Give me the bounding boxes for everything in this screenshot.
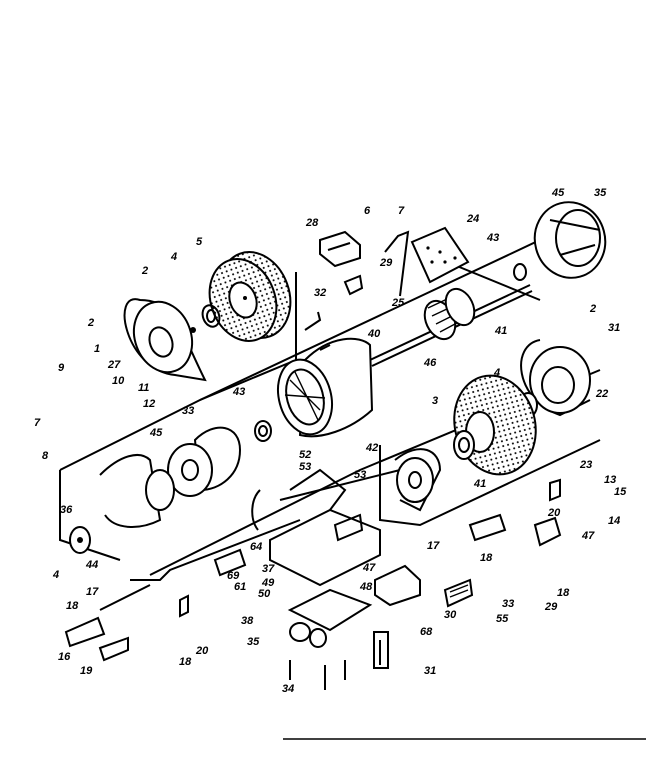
label-35: 35 <box>247 636 260 648</box>
label-31: 31 <box>608 322 620 334</box>
bearing <box>254 420 272 442</box>
label-4: 4 <box>170 251 177 263</box>
label-40: 40 <box>367 328 381 340</box>
left-lower-guard <box>69 454 175 554</box>
right-lower-guard <box>394 448 442 512</box>
label-7: 7 <box>398 205 405 217</box>
label-64: 64 <box>250 541 262 553</box>
left-grinding-wheel <box>208 251 292 342</box>
part-number-labels: 45 35 6 7 24 28 5 4 2 29 32 2 43 25 41 4… <box>34 187 627 695</box>
label-3: 3 <box>432 395 438 407</box>
label-33: 33 <box>182 405 194 417</box>
label-17: 17 <box>427 540 440 552</box>
label-4: 4 <box>52 569 59 581</box>
label-53: 53 <box>354 469 366 481</box>
label-47: 47 <box>581 530 595 542</box>
label-16: 16 <box>58 651 71 663</box>
left-nut <box>190 327 196 333</box>
label-18: 18 <box>557 587 570 599</box>
label-55: 55 <box>496 613 509 625</box>
label-23: 23 <box>579 459 592 471</box>
label-25: 25 <box>391 297 405 309</box>
label-18: 18 <box>66 600 79 612</box>
right-grinding-wheel <box>453 374 537 476</box>
label-8: 8 <box>42 450 49 462</box>
label-33: 33 <box>502 598 514 610</box>
label-7: 7 <box>34 417 41 429</box>
label-52: 52 <box>299 449 311 461</box>
label-34: 34 <box>282 683 294 695</box>
motor-housing <box>254 337 374 442</box>
label-9: 9 <box>58 362 65 374</box>
label-49: 49 <box>261 577 275 589</box>
label-69: 69 <box>227 570 240 582</box>
label-45: 45 <box>149 427 163 439</box>
label-22: 22 <box>595 388 608 400</box>
label-28: 28 <box>305 217 319 229</box>
label-45: 45 <box>551 187 565 199</box>
label-19: 19 <box>80 665 93 677</box>
left-end-bell <box>167 426 242 497</box>
label-43: 43 <box>486 232 499 244</box>
label-32: 32 <box>314 287 326 299</box>
label-30: 30 <box>444 609 457 621</box>
label-37: 37 <box>262 563 275 575</box>
label-43: 43 <box>232 386 245 398</box>
label-27: 27 <box>107 359 121 371</box>
left-flange <box>201 304 221 328</box>
label-61: 61 <box>234 581 246 593</box>
label-44: 44 <box>85 559 98 571</box>
label-31: 31 <box>424 665 436 677</box>
label-24: 24 <box>466 213 479 225</box>
armature-shaft <box>369 263 533 367</box>
label-2: 2 <box>141 265 148 277</box>
label-18: 18 <box>480 552 493 564</box>
label-18: 18 <box>179 656 192 668</box>
label-14: 14 <box>608 515 620 527</box>
base-assembly <box>64 468 562 690</box>
label-38: 38 <box>241 615 254 627</box>
label-5: 5 <box>196 236 203 248</box>
label-68: 68 <box>420 626 433 638</box>
label-20: 20 <box>547 507 561 519</box>
left-wheel-guard <box>123 298 207 382</box>
eye-shield-bracket <box>304 226 470 331</box>
label-17: 17 <box>86 586 99 598</box>
label-35: 35 <box>594 187 607 199</box>
label-15: 15 <box>614 486 627 498</box>
label-41: 41 <box>494 325 507 337</box>
label-42: 42 <box>365 442 378 454</box>
label-53: 53 <box>299 461 311 473</box>
label-46: 46 <box>423 357 437 369</box>
right-wheel-guard-outer <box>533 201 607 279</box>
label-12: 12 <box>143 398 155 410</box>
label-36: 36 <box>60 504 73 516</box>
label-4: 4 <box>493 367 500 379</box>
label-6: 6 <box>364 205 371 217</box>
left-flange-inner <box>206 309 216 323</box>
label-10: 10 <box>112 375 125 387</box>
right-wheel-guard <box>520 339 591 417</box>
label-48: 48 <box>359 581 373 593</box>
label-50: 50 <box>258 588 271 600</box>
label-2: 2 <box>87 317 94 329</box>
label-13: 13 <box>604 474 616 486</box>
label-1: 1 <box>94 343 100 355</box>
label-20: 20 <box>195 645 209 657</box>
label-11: 11 <box>138 382 149 394</box>
label-47: 47 <box>362 562 376 574</box>
label-41: 41 <box>473 478 486 490</box>
label-29: 29 <box>544 601 558 613</box>
label-29: 29 <box>379 257 393 269</box>
label-2: 2 <box>589 303 596 315</box>
